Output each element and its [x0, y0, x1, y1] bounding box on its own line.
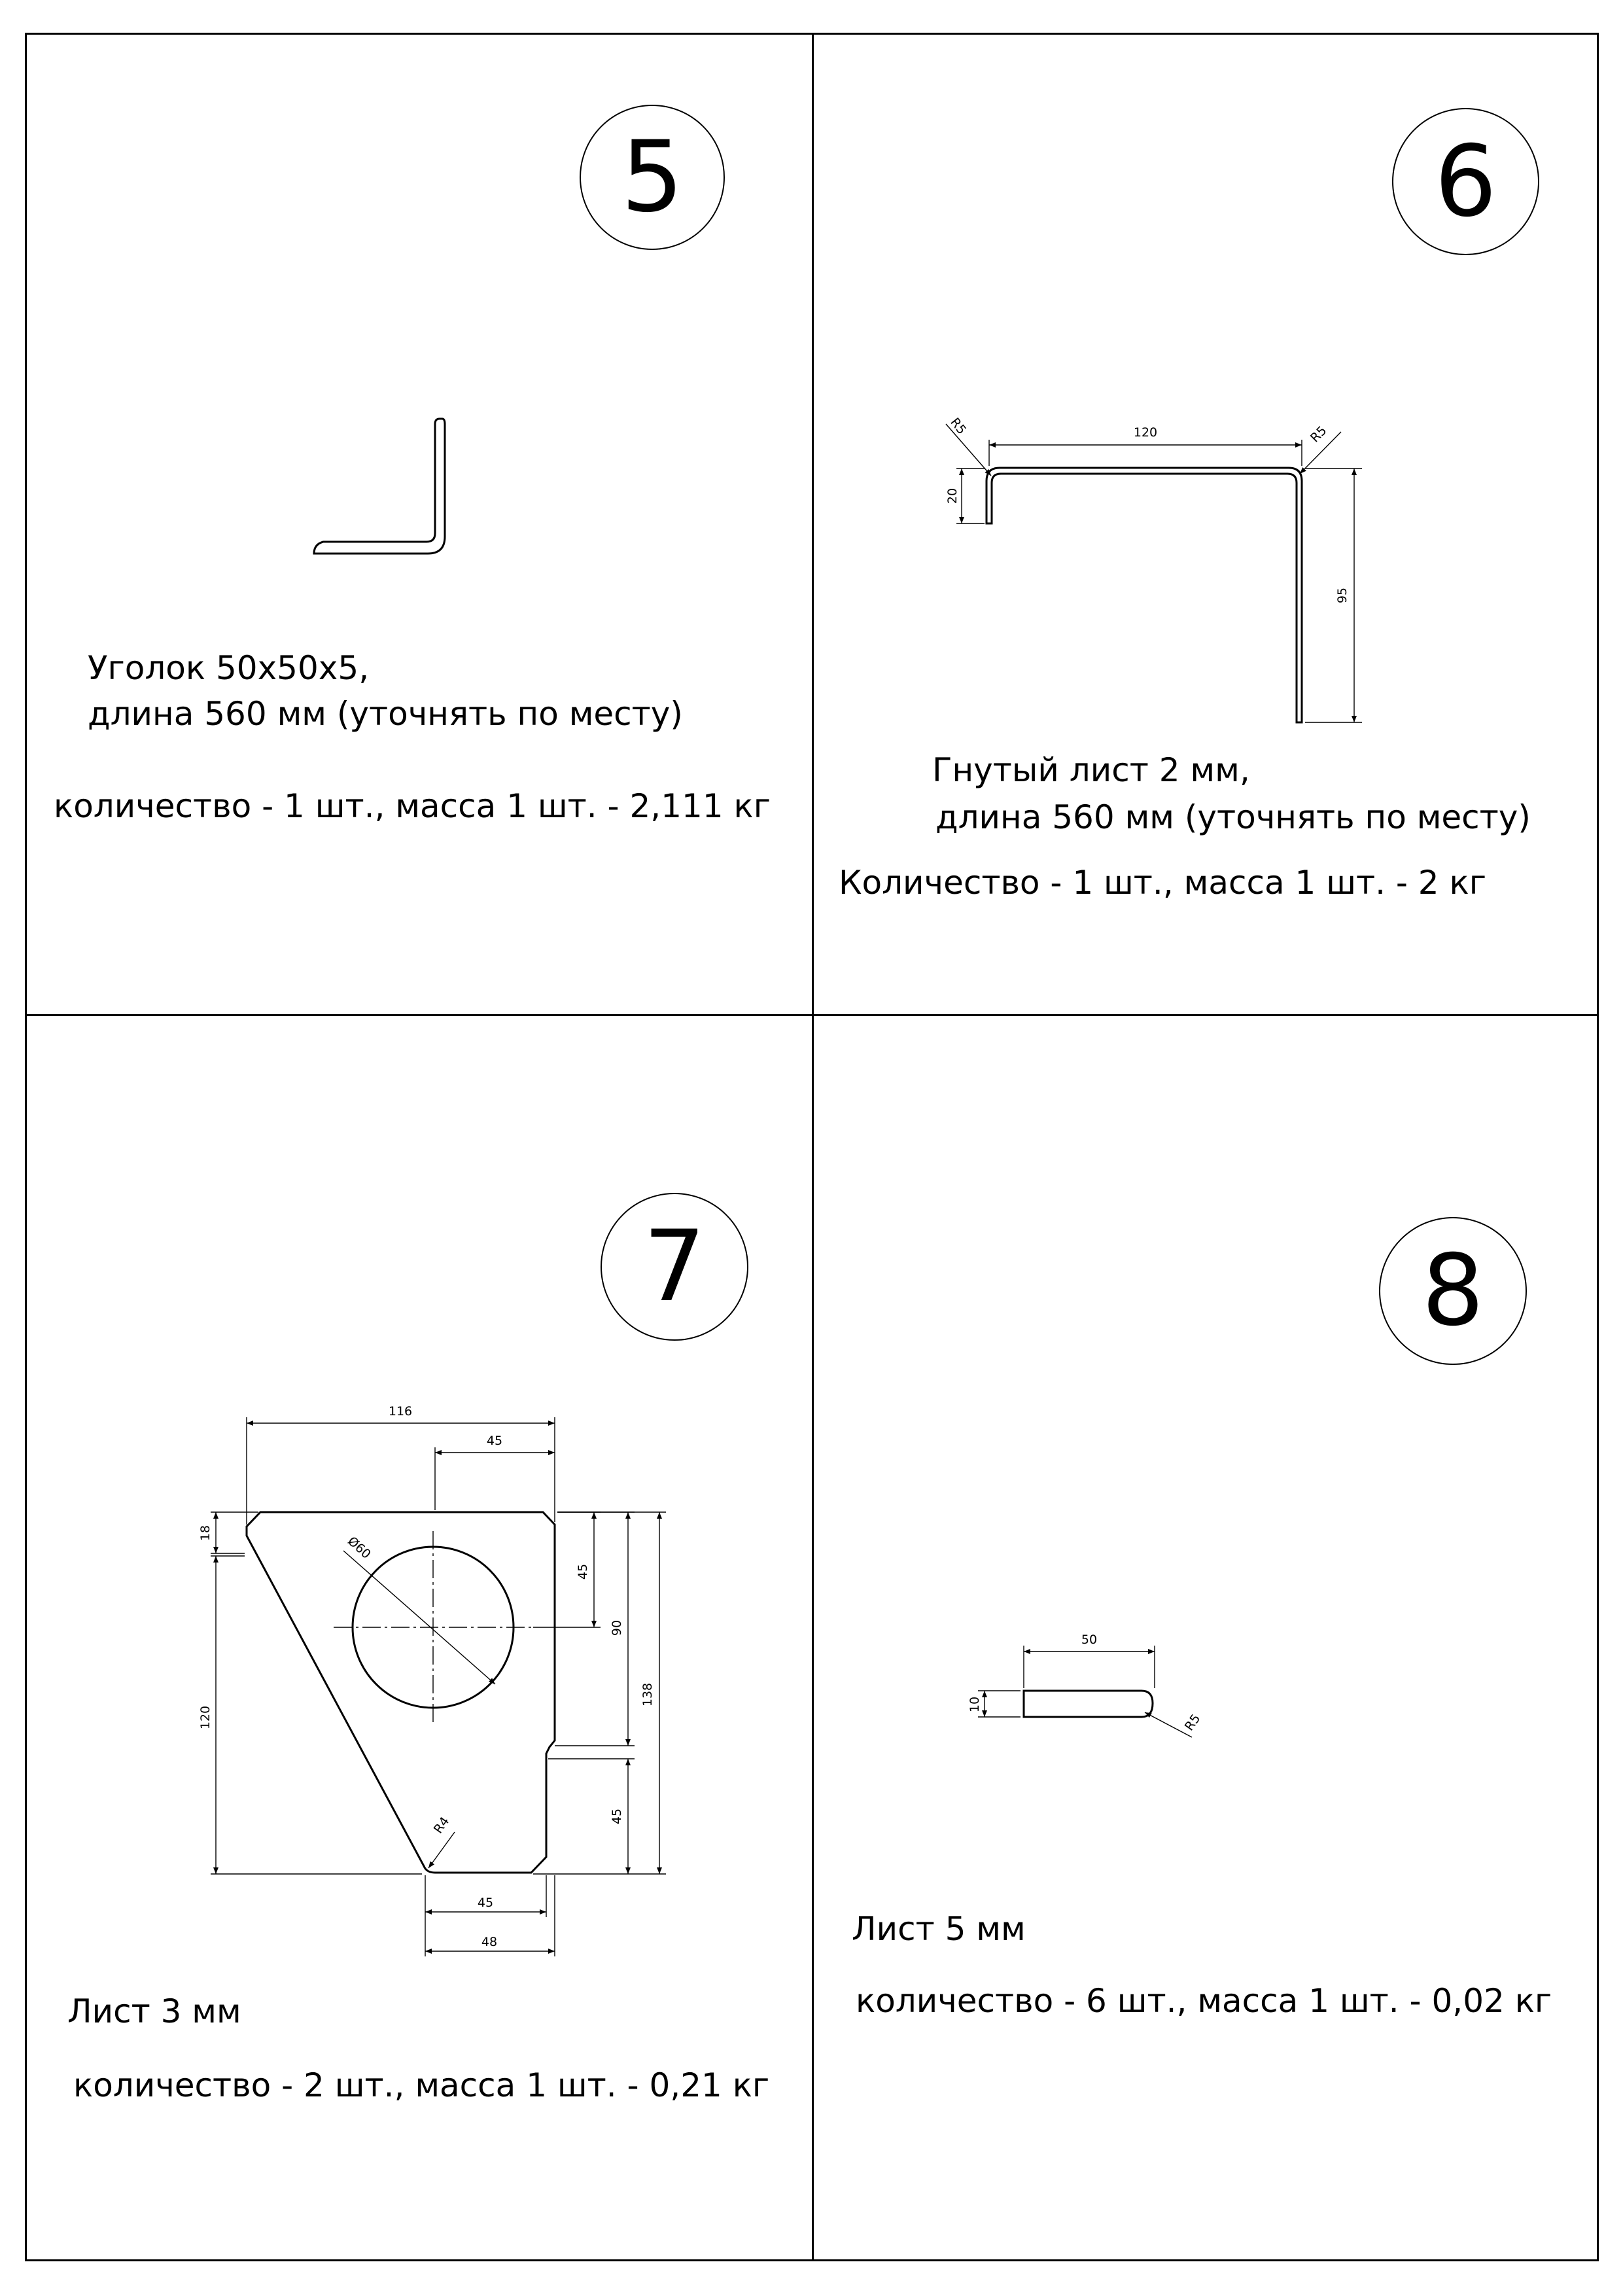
part-7-dim-left-height: 120 — [198, 1706, 213, 1729]
part-7-dim-hole-diameter: Ø60 — [345, 1534, 374, 1562]
part-6-title: Гнутый лист 2 мм, — [932, 751, 1250, 789]
sheet-vertical-divider — [812, 33, 814, 2261]
part-7-title: Лист 3 мм — [67, 1992, 241, 2030]
part-7-dim-bottom-inner: 45 — [478, 1896, 493, 1910]
part-7-dim-hole-center-h: 90 — [610, 1620, 624, 1636]
part-6-length: длина 560 мм (уточнять по месту) — [935, 798, 1531, 836]
part-7-dim-chamfer: 18 — [198, 1525, 213, 1541]
part-7-dim-bottom-outer: 48 — [481, 1935, 497, 1949]
sheet-horizontal-divider — [25, 1014, 1599, 1016]
part-7-dim-top-notch: 45 — [487, 1434, 502, 1448]
part-8-number: 8 — [1422, 1234, 1484, 1348]
part-7-plate-outline — [245, 1511, 556, 1874]
part-7-dim-lower-right: 45 — [610, 1809, 624, 1824]
part-5-length: длина 560 мм (уточнять по месту) — [88, 695, 683, 733]
part-7-dim-overall-width: 116 — [389, 1404, 412, 1419]
part-6-quantity-mass: Количество - 1 шт., масса 1 шт. - 2 кг — [839, 864, 1486, 902]
part-7-hole — [334, 1531, 533, 1726]
part-8-number-circle: 8 — [1379, 1217, 1527, 1365]
part-8-dim-thickness: 10 — [968, 1697, 982, 1712]
part-5-number-circle: 5 — [580, 105, 725, 250]
part-7-dimensions: 116 45 18 120 45 90 138 45 R — [198, 1404, 666, 1956]
part-7-dim-radius: R4 — [431, 1814, 453, 1836]
part-6-number: 6 — [1434, 124, 1497, 239]
part-5-number: 5 — [621, 120, 684, 234]
part-7-dim-hole-center-v: 45 — [576, 1564, 590, 1580]
part-6-dim-radius-left: R5 — [947, 415, 969, 437]
part-7-number-circle: 7 — [601, 1193, 748, 1341]
part-6-number-circle: 6 — [1392, 108, 1539, 255]
part-6-dimensions: 120 20 95 R5 R5 — [945, 415, 1362, 723]
part-8-plate — [1022, 1689, 1154, 1718]
part-8-quantity-mass: количество - 6 шт., масса 1 шт. - 0,02 к… — [856, 1982, 1552, 2020]
part-6-dim-left-leg: 20 — [945, 488, 960, 504]
part-6-dim-width: 120 — [1134, 425, 1157, 440]
part-7-quantity-mass: количество - 2 шт., масса 1 шт. - 0,21 к… — [73, 2066, 770, 2104]
part-6-dim-radius-right: R5 — [1308, 423, 1329, 445]
part-5-quantity-mass: количество - 1 шт., масса 1 шт. - 2,111 … — [54, 787, 771, 825]
part-5-angle-profile — [313, 417, 446, 555]
part-5-title: Уголок 50х50х5, — [88, 649, 370, 687]
part-8-dim-length: 50 — [1081, 1633, 1097, 1647]
part-7-dim-overall-height: 138 — [640, 1683, 655, 1706]
part-7-number: 7 — [643, 1210, 706, 1324]
part-8-title: Лист 5 мм — [852, 1910, 1026, 1948]
part-8-dim-radius: R5 — [1182, 1712, 1204, 1733]
part-8-dimensions: 50 10 R5 — [968, 1633, 1204, 1738]
part-6-dim-right-leg: 95 — [1335, 588, 1350, 603]
part-6-bent-sheet — [985, 467, 1303, 724]
